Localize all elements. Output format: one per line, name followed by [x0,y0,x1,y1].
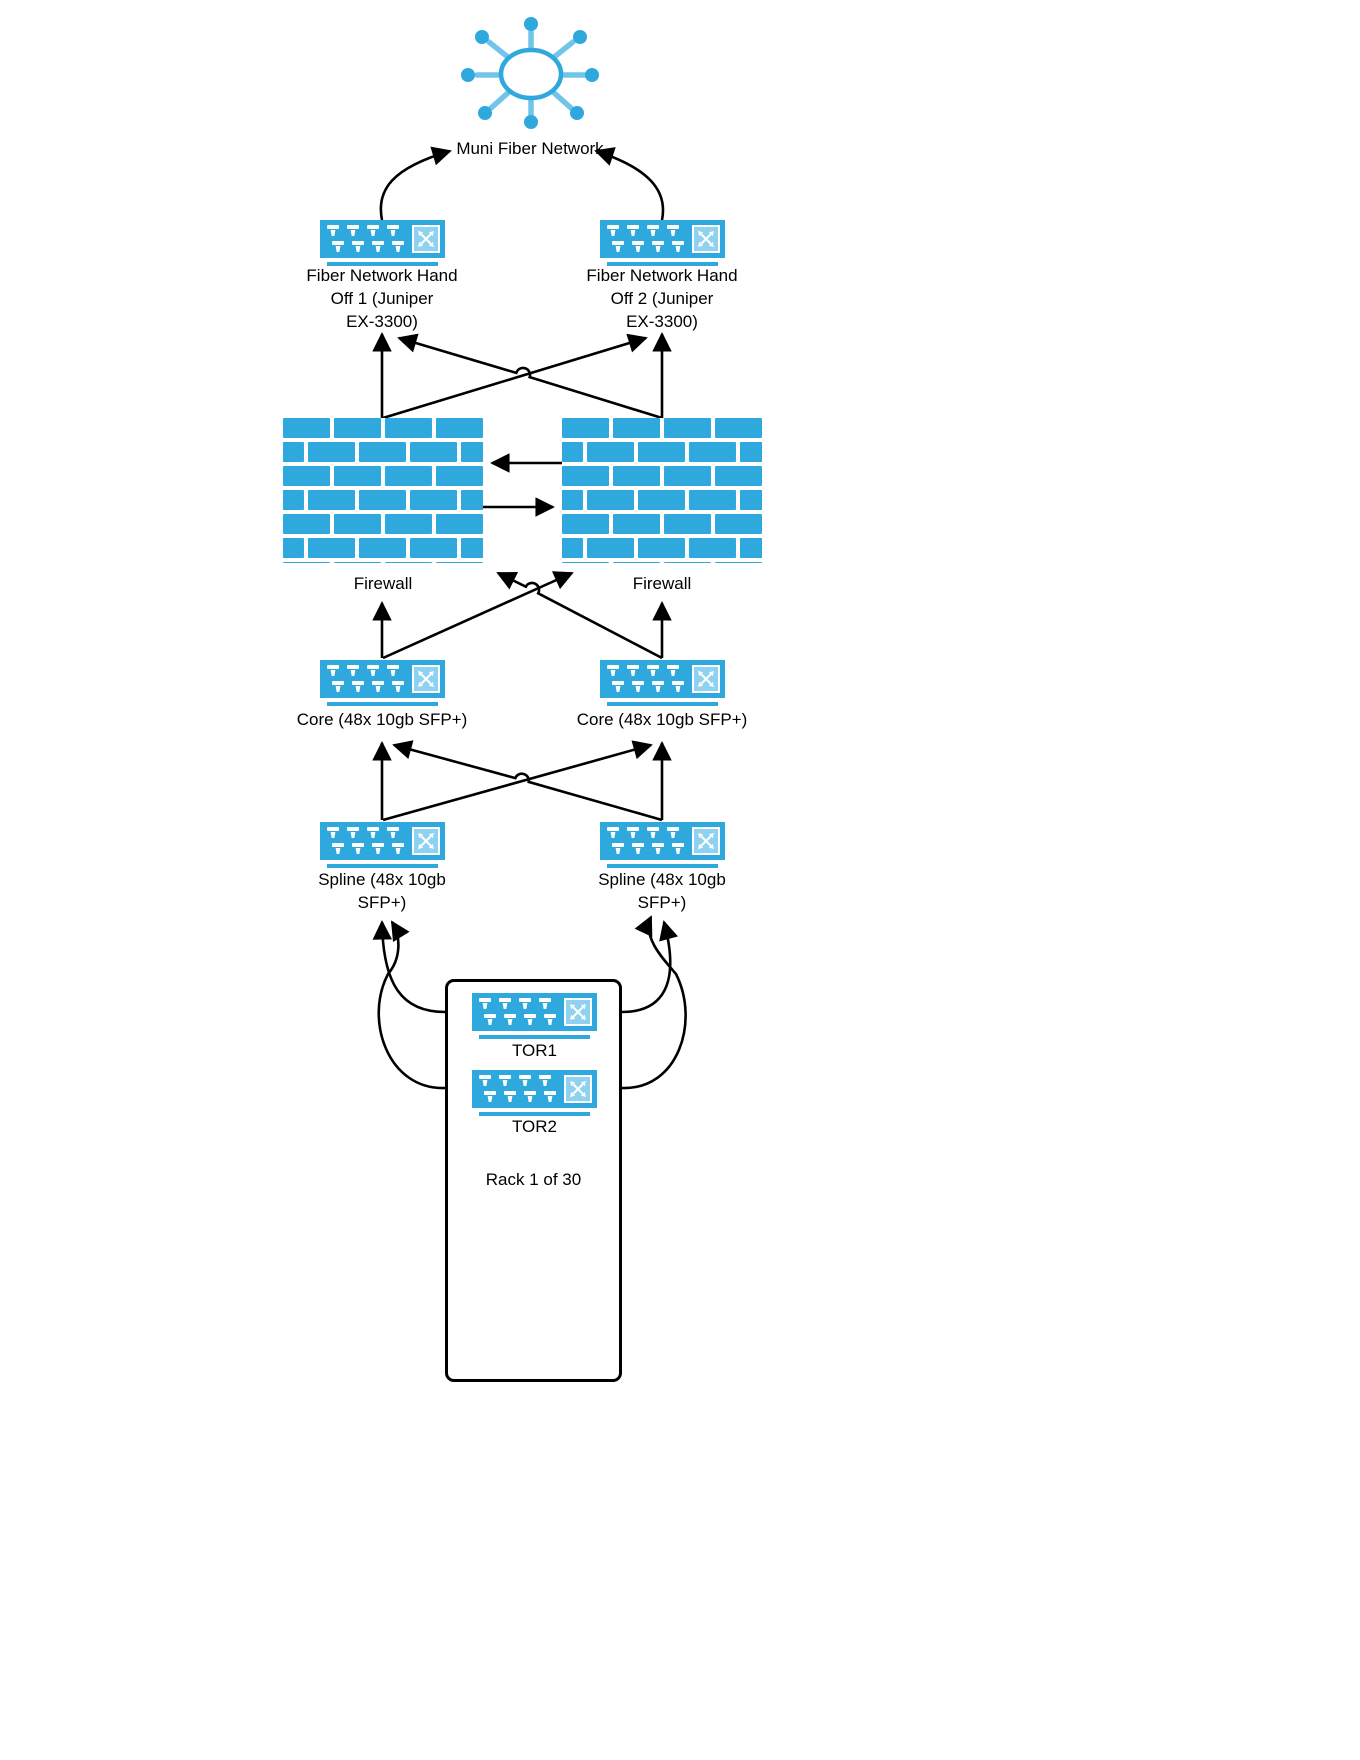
switch-underline [327,702,438,706]
firewall-icon-right [562,418,762,563]
firewall-2-label: Firewall [632,574,692,593]
switch-underline [327,864,438,868]
spline-1-label: Spline (48x 10gb SFP+) [318,870,446,912]
switch-icon-spline-1 [320,822,445,860]
crossed-arrows-icon [692,225,720,253]
tor1-label: TOR1 [511,1041,558,1060]
fiber-network-hub-icon [461,17,599,129]
core-1-label: Core (48x 10gb SFP+) [296,710,468,729]
crossed-arrows-icon [412,665,440,693]
crossed-arrows-icon [692,827,720,855]
rack-label: Rack 1 of 30 [485,1170,582,1189]
switch-icon-handoff-2 [600,220,725,258]
firewall-icon-left [283,418,483,563]
crossed-arrows-icon [412,827,440,855]
crossed-arrows-icon [564,998,592,1026]
firewall-1-label: Firewall [353,574,413,593]
crossed-arrows-icon [412,225,440,253]
tor2-label: TOR2 [511,1117,558,1136]
handoff-1-label: Fiber Network Hand Off 1 (Juniper EX-330… [306,266,458,331]
switch-underline [479,1112,590,1116]
switch-icon-tor1 [472,993,597,1031]
switch-icon-core-2 [600,660,725,698]
switch-underline [327,262,438,266]
switch-underline [607,864,718,868]
crossed-arrows-icon [692,665,720,693]
switch-underline [607,262,718,266]
rack-container [445,979,622,1382]
spline-2-label: Spline (48x 10gb SFP+) [598,870,726,912]
switch-icon-spline-2 [600,822,725,860]
switch-underline [607,702,718,706]
switch-underline [479,1035,590,1039]
switch-icon-tor2 [472,1070,597,1108]
core-2-label: Core (48x 10gb SFP+) [576,710,748,729]
crossed-arrows-icon [564,1075,592,1103]
switch-icon-core-1 [320,660,445,698]
switch-icon-handoff-1 [320,220,445,258]
muni-fiber-network-label: Muni Fiber Network [456,139,604,158]
handoff-2-label: Fiber Network Hand Off 2 (Juniper EX-330… [586,266,738,331]
